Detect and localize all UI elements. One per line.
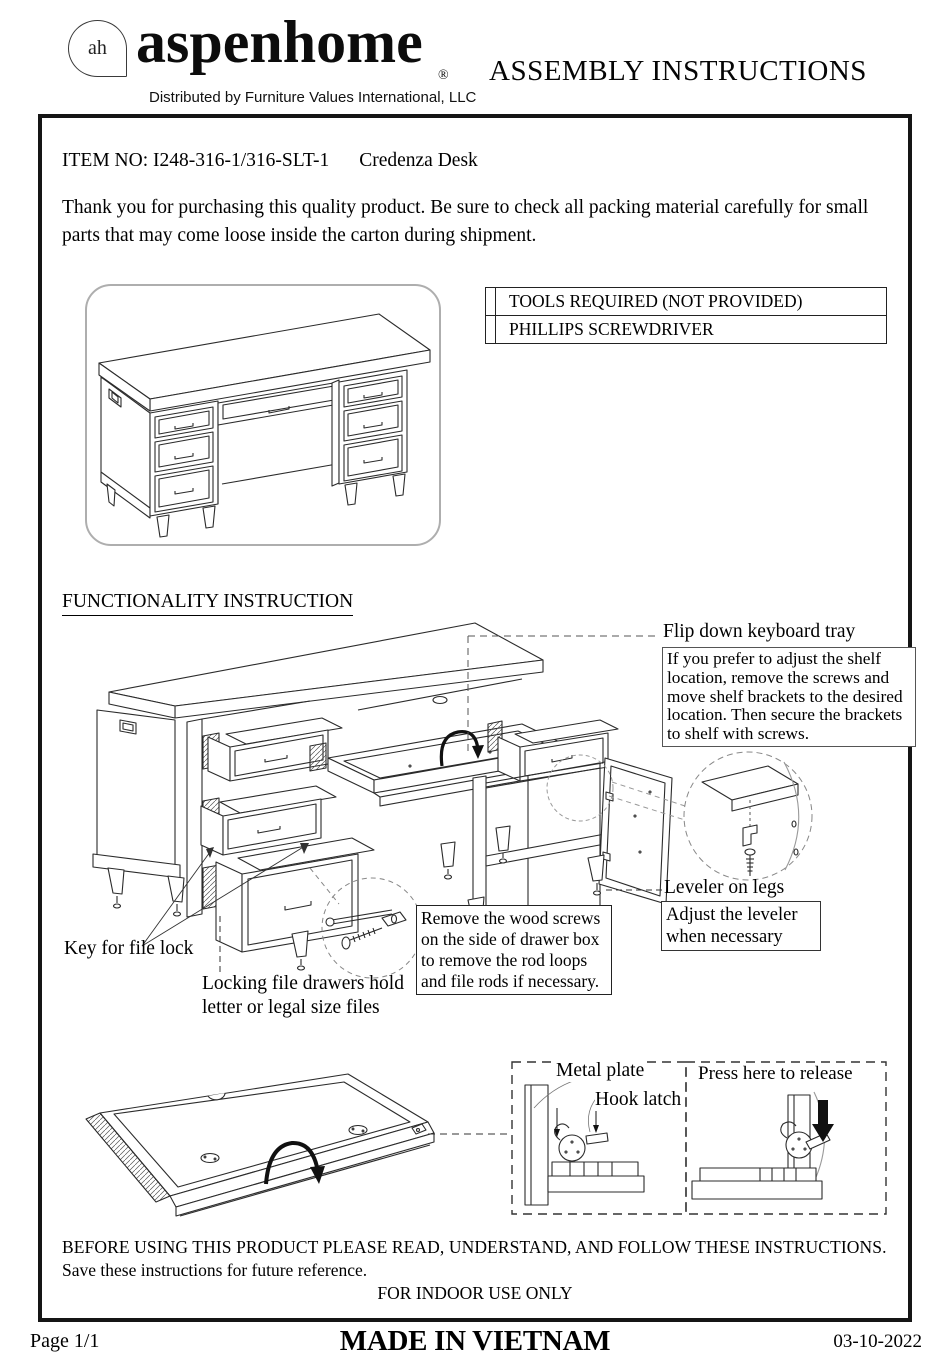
metal-plate-label: Metal plate — [556, 1060, 645, 1082]
hook-latch-drawing — [524, 1079, 645, 1206]
hook-latch-label: Hook latch — [595, 1089, 682, 1111]
product-name: Credenza Desk — [359, 150, 478, 171]
made-in-label: MADE IN VIETNAM — [339, 1325, 611, 1357]
desk-overview-figure — [85, 284, 441, 546]
tools-item-row: PHILLIPS SCREWDRIVER — [486, 315, 886, 343]
document-date: 03-10-2022 — [833, 1331, 922, 1352]
page-number: Page 1/1 — [30, 1330, 100, 1352]
shelf-bracket-detail — [701, 761, 800, 876]
down-arrow-icon — [812, 1100, 834, 1142]
intro-paragraph: Thank you for purchasing this quality pr… — [62, 197, 869, 246]
registered-trademark-icon: ® — [438, 68, 449, 83]
document-title: ASSEMBLY INSTRUCTIONS — [489, 55, 867, 87]
item-number: ITEM NO: I248-316-1/316-SLT-1 — [62, 150, 330, 171]
item-number-line: ITEM NO: I248-316-1/316-SLT-1 Credenza De… — [62, 150, 478, 172]
tools-title: TOOLS REQUIRED (NOT PROVIDED) — [509, 291, 803, 311]
curved-flip-arrow-icon — [264, 1141, 325, 1185]
logo-monogram: ah — [88, 37, 107, 59]
desk-illustration — [98, 313, 431, 538]
tools-header-row: TOOLS REQUIRED (NOT PROVIDED) — [486, 288, 886, 315]
press-release-detail-box — [685, 1061, 887, 1215]
curved-flip-arrow-icon — [439, 730, 484, 767]
leveler-label: Leveler on legs — [664, 877, 785, 898]
hook-latch-detail-box — [511, 1061, 687, 1215]
wood-screw-detail — [325, 909, 407, 950]
leveler-note: Adjust the leveler when necessary — [661, 901, 821, 951]
functionality-diagram — [92, 622, 813, 979]
table-gutter — [486, 316, 496, 343]
save-instructions-notice: Save these instructions for future refer… — [62, 1260, 368, 1280]
tools-required-table: TOOLS REQUIRED (NOT PROVIDED) PHILLIPS S… — [485, 287, 887, 344]
functionality-heading: FUNCTIONALITY INSTRUCTION — [62, 591, 354, 616]
press-release-drawing — [691, 1091, 834, 1200]
shelf-adjust-note: If you prefer to adjust the shelf locati… — [662, 647, 916, 747]
keyboard-tray-diagram — [85, 1061, 887, 1217]
press-release-label: Press here to release — [698, 1063, 853, 1084]
tool-item: PHILLIPS SCREWDRIVER — [509, 319, 714, 339]
table-gutter — [486, 288, 496, 315]
brand-name: aspenhome — [136, 9, 423, 75]
flip-tray-label: Flip down keyboard tray — [663, 621, 856, 642]
wood-screw-note: Remove the wood screws on the side of dr… — [416, 905, 612, 995]
file-lock-key-label: Key for file lock — [64, 938, 194, 959]
distributor-line: Distributed by Furniture Values Internat… — [149, 89, 477, 106]
indoor-use-notice: FOR INDOOR USE ONLY — [377, 1283, 573, 1303]
read-instructions-notice: BEFORE USING THIS PRODUCT PLEASE READ, U… — [62, 1237, 887, 1257]
brand-logo-icon: ah — [68, 20, 127, 77]
locking-drawers-label: Locking file drawers hold letter or lega… — [202, 973, 404, 1018]
